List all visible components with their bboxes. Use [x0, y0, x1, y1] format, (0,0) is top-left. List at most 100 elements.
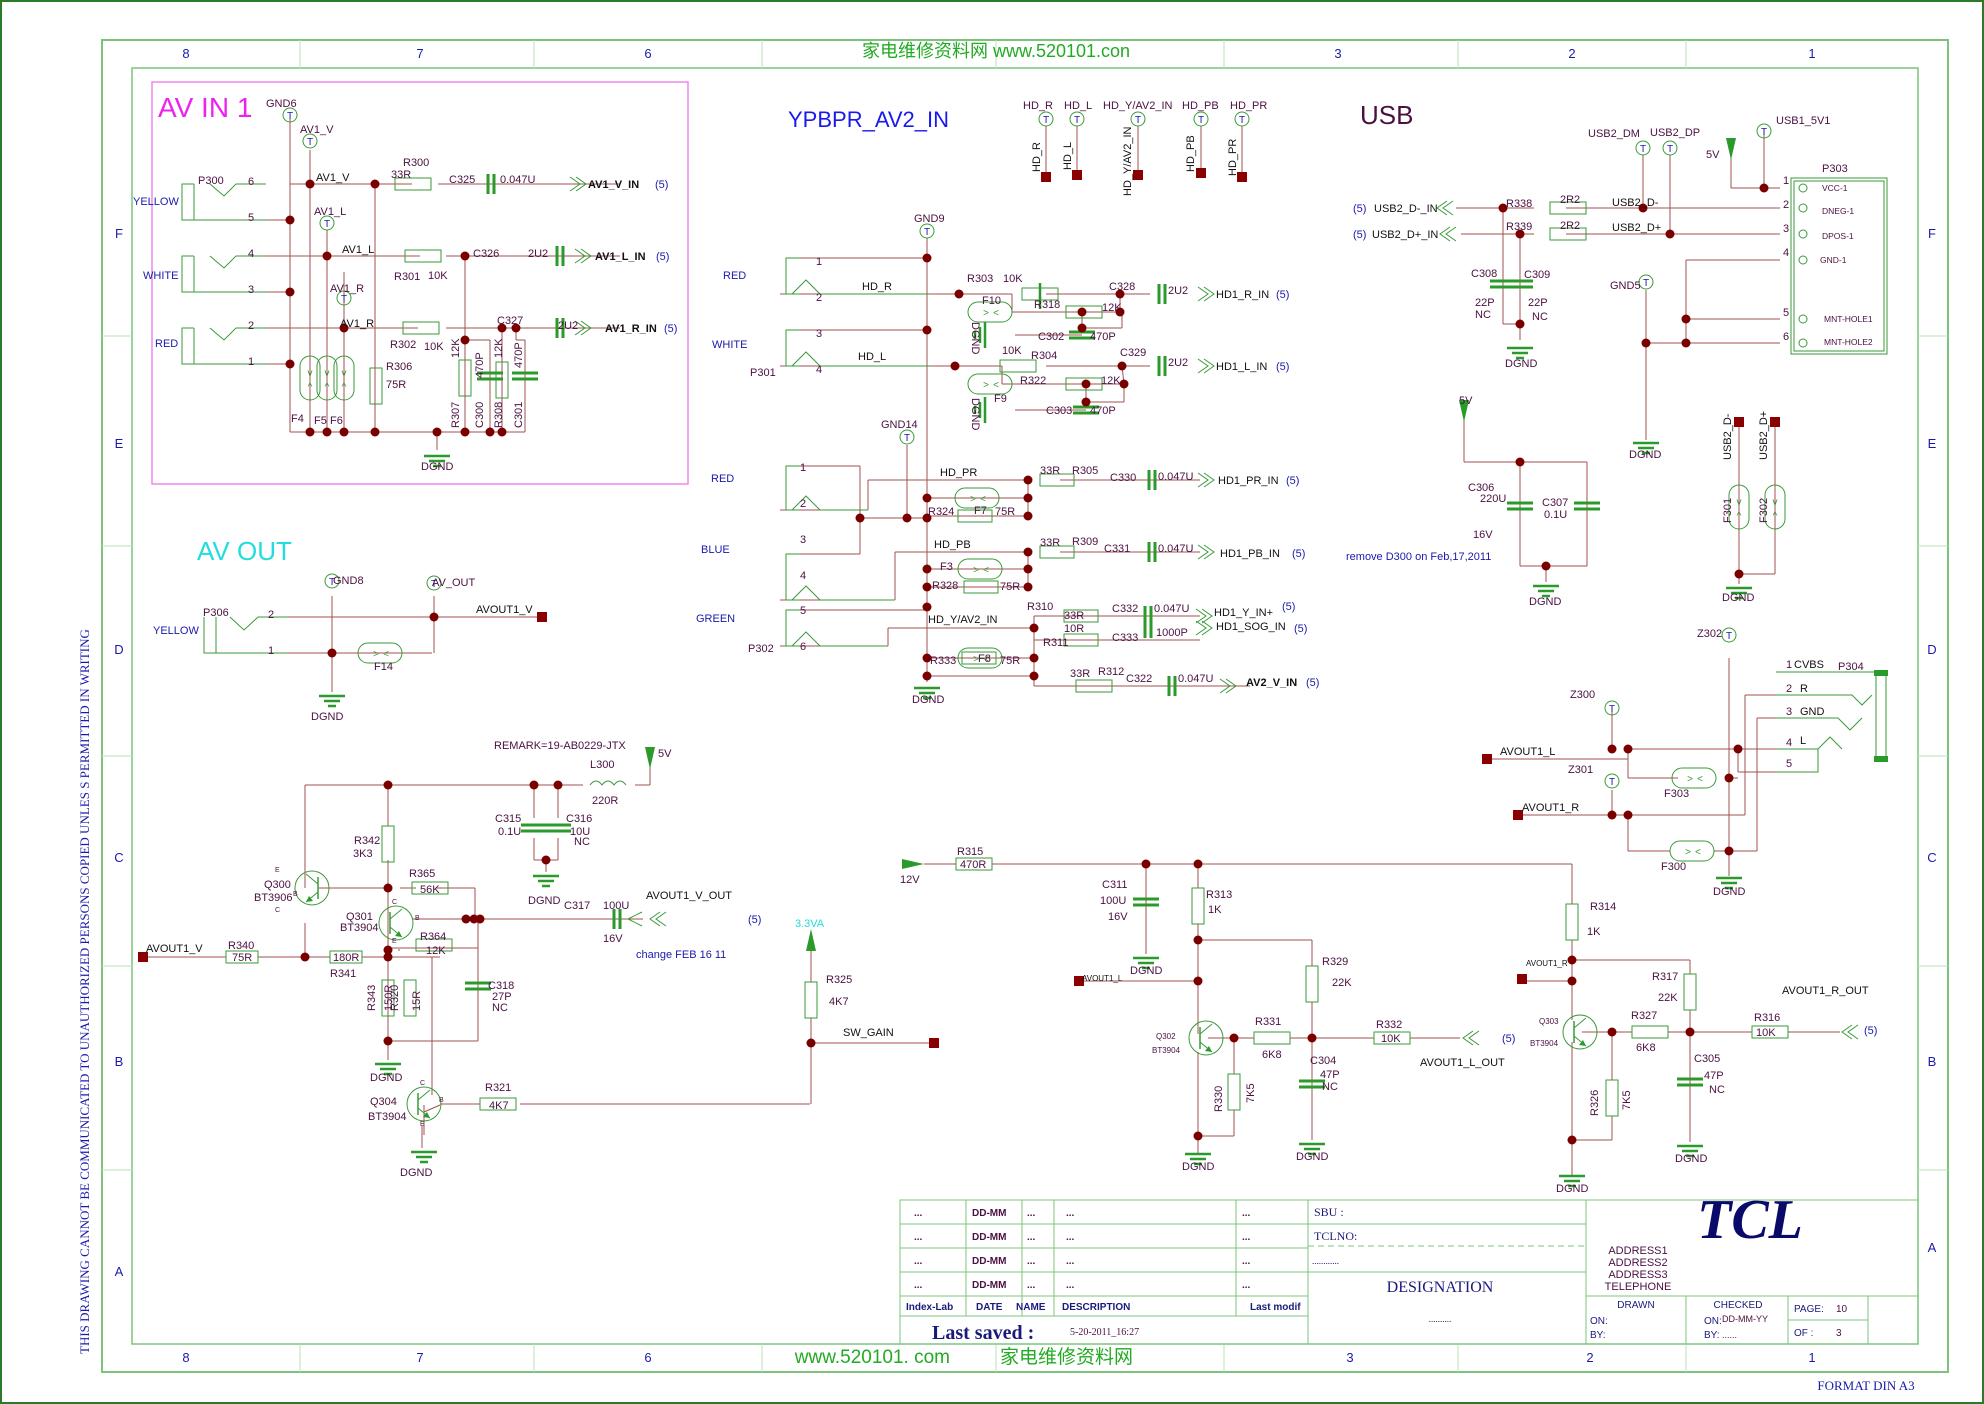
net-label: SW_GAIN — [843, 1027, 894, 1039]
tp-label: GND5 — [1610, 280, 1641, 292]
gnd-label: DGND — [1675, 1153, 1707, 1165]
tp-label: GND8 — [333, 575, 364, 587]
part-ref: C330 — [1110, 472, 1136, 484]
part-value: 47P — [1704, 1070, 1724, 1082]
pin-num: 3 — [800, 534, 806, 546]
pin-num: 4 — [800, 570, 806, 582]
part-value: 47P — [1320, 1069, 1340, 1081]
tp-label: HD_R — [1023, 100, 1053, 112]
part-value: 0.047U — [1158, 543, 1194, 555]
zone-row-label: D — [114, 642, 123, 657]
net-label: AVOUT1_L — [1500, 746, 1555, 758]
jack-color: YELLOW — [133, 196, 179, 208]
part-ref: R301 — [394, 271, 420, 283]
rev-modif: ... — [1242, 1280, 1251, 1291]
part-ref: R365 — [409, 868, 435, 880]
zone-col-label: 6 — [644, 46, 651, 61]
zone-row-label: B — [1928, 1054, 1937, 1069]
header-index: Index-Lab — [906, 1302, 953, 1313]
jack-color: RED — [723, 270, 746, 282]
page-ref: (5) — [664, 323, 677, 335]
inner-border — [131, 67, 1919, 1345]
input-net: USB2_D+_IN — [1372, 229, 1438, 241]
net-label: HD_R — [862, 281, 892, 293]
part-volt: 16V — [1473, 529, 1493, 541]
drawn-by: BY: — [1590, 1330, 1606, 1341]
pin-num: 5 — [248, 212, 254, 224]
part-ref: R342 — [354, 835, 380, 847]
part-value: 33R — [1064, 610, 1084, 622]
part-ref: C329 — [1120, 347, 1146, 359]
zone-row-label: C — [1927, 850, 1936, 865]
usb-section: USB — [1346, 100, 1888, 608]
sw-gain-section: 3.3VA R325 4K7 SW_GAIN — [795, 918, 939, 1104]
ypbpr-title: YPBPR_AV2_IN — [788, 107, 949, 132]
zone-col-label: 3 — [1334, 46, 1341, 61]
page-ref: (5) — [748, 914, 761, 926]
tp-label: AV_OUT — [432, 577, 475, 589]
video-buffer-section: REMARK=19-AB0229-JTX 5V L300 220R C315 0… — [138, 740, 810, 1179]
part-nc: NC — [1322, 1081, 1338, 1093]
transistor-type: BT3904 — [1152, 1046, 1181, 1055]
part-ref: C326 — [473, 248, 499, 260]
tclno-label: TCLNO: — [1314, 1229, 1357, 1243]
part-value: 10U — [570, 826, 590, 838]
part-ref: C333 — [1112, 632, 1138, 644]
part-ref: C301 — [513, 402, 525, 428]
pin-num: 1 — [800, 462, 806, 474]
part-value: 150R — [383, 985, 395, 1011]
part-value: 33R — [391, 169, 411, 181]
page-ref: (5) — [1282, 601, 1295, 613]
gnd-label: DGND — [421, 461, 453, 473]
pin-name: VCC-1 — [1822, 183, 1848, 193]
connector-ref: P302 — [748, 643, 774, 655]
address-line: ADDRESS2 — [1608, 1257, 1667, 1269]
part-nc: NC — [1475, 309, 1491, 321]
transistor-ref: Q301 — [346, 911, 373, 923]
av-in1-title: AV IN 1 — [158, 92, 252, 123]
net-label: USB2_D- — [1722, 413, 1734, 460]
av-in1-section: AV IN 1 — [133, 81, 689, 485]
part-ref: C328 — [1109, 281, 1135, 293]
transistor-type: BT3904 — [1530, 1039, 1559, 1048]
part-value: 33R — [1040, 537, 1060, 549]
fuse-ref: F14 — [374, 661, 393, 673]
output-net: HD1_R_IN — [1216, 289, 1269, 301]
pin-num: 1 — [1783, 175, 1789, 187]
of-label: OF : — [1794, 1328, 1813, 1339]
address-line: TELEPHONE — [1605, 1281, 1672, 1293]
part-value: 33R — [1040, 465, 1060, 477]
connector-ref: P301 — [750, 367, 776, 379]
fuse-ref: F8 — [978, 653, 991, 665]
page-ref: (5) — [1292, 548, 1305, 560]
pin-num: 4 — [816, 364, 822, 376]
part-value: 2U2 — [1168, 357, 1188, 369]
part-value: 6K8 — [1262, 1049, 1282, 1061]
part-value: 75R — [1000, 655, 1020, 667]
tp-label: USB2_DP — [1650, 127, 1700, 139]
drawn-on: ON: — [1590, 1316, 1608, 1327]
rev-name: ... — [1027, 1208, 1036, 1219]
part-ref: R338 — [1506, 198, 1532, 210]
zone-row-label: E — [1928, 436, 1937, 451]
part-ref: R364 — [420, 931, 446, 943]
usb-note: remove D300 on Feb,17,2011 — [1346, 551, 1491, 563]
fuse-ref: F7 — [974, 505, 987, 517]
pin-num: 6 — [1783, 331, 1789, 343]
pin-name: GND-1 — [1820, 255, 1847, 265]
watermark-top: 家电维修资料网 www.520101.con — [862, 41, 1130, 61]
zone-col-label: 1 — [1808, 46, 1815, 61]
zone-row-label: A — [1928, 1240, 1937, 1255]
jack-color: BLUE — [701, 544, 730, 556]
header-name: NAME — [1016, 1302, 1046, 1313]
fuse-ref: F300 — [1661, 861, 1686, 873]
fuse-ref: F10 — [982, 295, 1001, 307]
fuse-ref: F6 — [330, 415, 343, 427]
rev-index: ... — [914, 1208, 923, 1219]
company-logo: TCL — [1697, 1189, 1803, 1251]
pin-num: 1 — [1786, 659, 1792, 671]
zone-row-label: A — [115, 1264, 124, 1279]
jack-contact — [1874, 756, 1888, 762]
pin-num: 5 — [1783, 307, 1789, 319]
